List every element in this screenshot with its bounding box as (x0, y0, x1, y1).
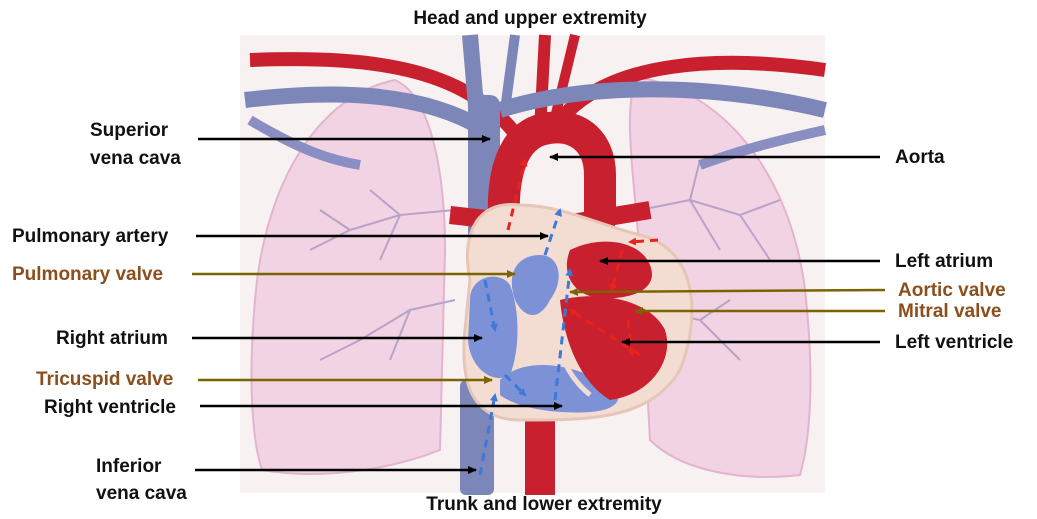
right-atrium-chamber (468, 277, 518, 379)
label-left-ventricle: Left ventricle (895, 332, 1013, 354)
label-inferior-vena-cava-line1: Inferior (96, 456, 187, 478)
label-pulmonary-artery: Pulmonary artery (12, 226, 168, 248)
label-tricuspid-valve: Tricuspid valve (36, 369, 173, 391)
label-inferior-vena-cava-line2: vena cava (96, 483, 187, 505)
label-inferior-vena-cava: Inferior vena cava (96, 456, 187, 505)
label-pulmonary-valve: Pulmonary valve (12, 264, 163, 286)
label-aortic-valve: Aortic valve (898, 280, 1006, 302)
label-left-atrium: Left atrium (895, 251, 993, 273)
label-aorta: Aorta (895, 147, 945, 169)
top-title: Head and upper extremity (413, 8, 646, 30)
label-superior-vena-cava-line2: vena cava (90, 148, 181, 170)
bottom-title: Trunk and lower extremity (426, 494, 661, 516)
label-superior-vena-cava: Superior vena cava (90, 120, 181, 170)
label-superior-vena-cava-line1: Superior (90, 120, 181, 142)
label-right-atrium: Right atrium (56, 328, 168, 350)
label-mitral-valve: Mitral valve (898, 301, 1002, 323)
label-right-ventricle: Right ventricle (44, 397, 176, 419)
